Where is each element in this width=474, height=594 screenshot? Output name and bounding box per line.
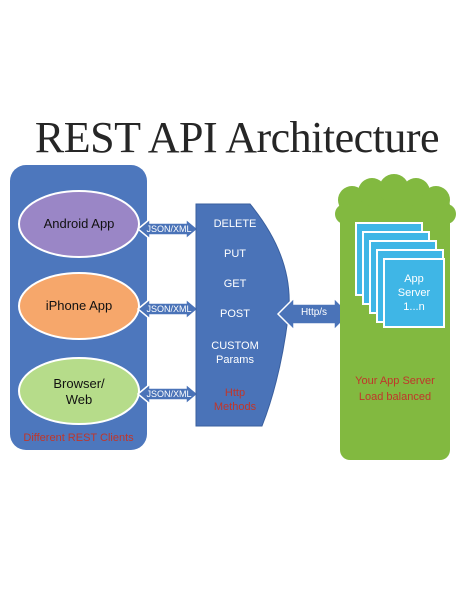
json-xml-label: JSON/XML bbox=[146, 389, 192, 399]
http-methods-caption: Http Methods bbox=[200, 386, 270, 414]
app-server-label-line: 1...n bbox=[403, 301, 425, 313]
http-methods-caption-line: Http bbox=[224, 387, 246, 399]
https-label: Http/s bbox=[300, 307, 328, 318]
app-server-label-line: App bbox=[404, 273, 424, 285]
app-server-label-line: Server bbox=[397, 287, 431, 299]
app-server-caption-line: Load balanced bbox=[358, 391, 432, 403]
method-put: PUT bbox=[224, 248, 246, 260]
app-server-stack-label: App Server 1...n bbox=[386, 272, 442, 314]
custom-params-line: Params bbox=[216, 354, 254, 366]
method-get: GET bbox=[223, 278, 247, 290]
android-app-label: Android App bbox=[43, 216, 115, 231]
method-delete: DELETE bbox=[213, 218, 257, 230]
method-post: POST bbox=[220, 308, 250, 320]
custom-params-line: CUSTOM bbox=[211, 340, 259, 352]
clients-caption: Different REST Clients bbox=[23, 432, 134, 444]
iphone-app-label: iPhone App bbox=[45, 298, 113, 313]
json-xml-label: JSON/XML bbox=[146, 304, 192, 314]
iphone-app-node bbox=[18, 272, 140, 340]
app-server-caption-line: Your App Server bbox=[355, 375, 435, 387]
page-title: REST API Architecture bbox=[34, 113, 440, 162]
json-xml-label: JSON/XML bbox=[146, 224, 192, 234]
browser-web-label: Browser/ Web bbox=[29, 376, 129, 408]
browser-web-label-line: Browser/ bbox=[53, 376, 105, 391]
app-server-caption: Your App Server Load balanced bbox=[340, 373, 450, 405]
http-methods-caption-line: Methods bbox=[213, 401, 257, 413]
android-app-node bbox=[18, 190, 140, 258]
server-card-front bbox=[383, 258, 445, 328]
browser-web-label-line: Web bbox=[65, 392, 93, 407]
browser-web-node bbox=[18, 357, 140, 425]
method-custom-params: CUSTOM Params bbox=[200, 339, 270, 367]
